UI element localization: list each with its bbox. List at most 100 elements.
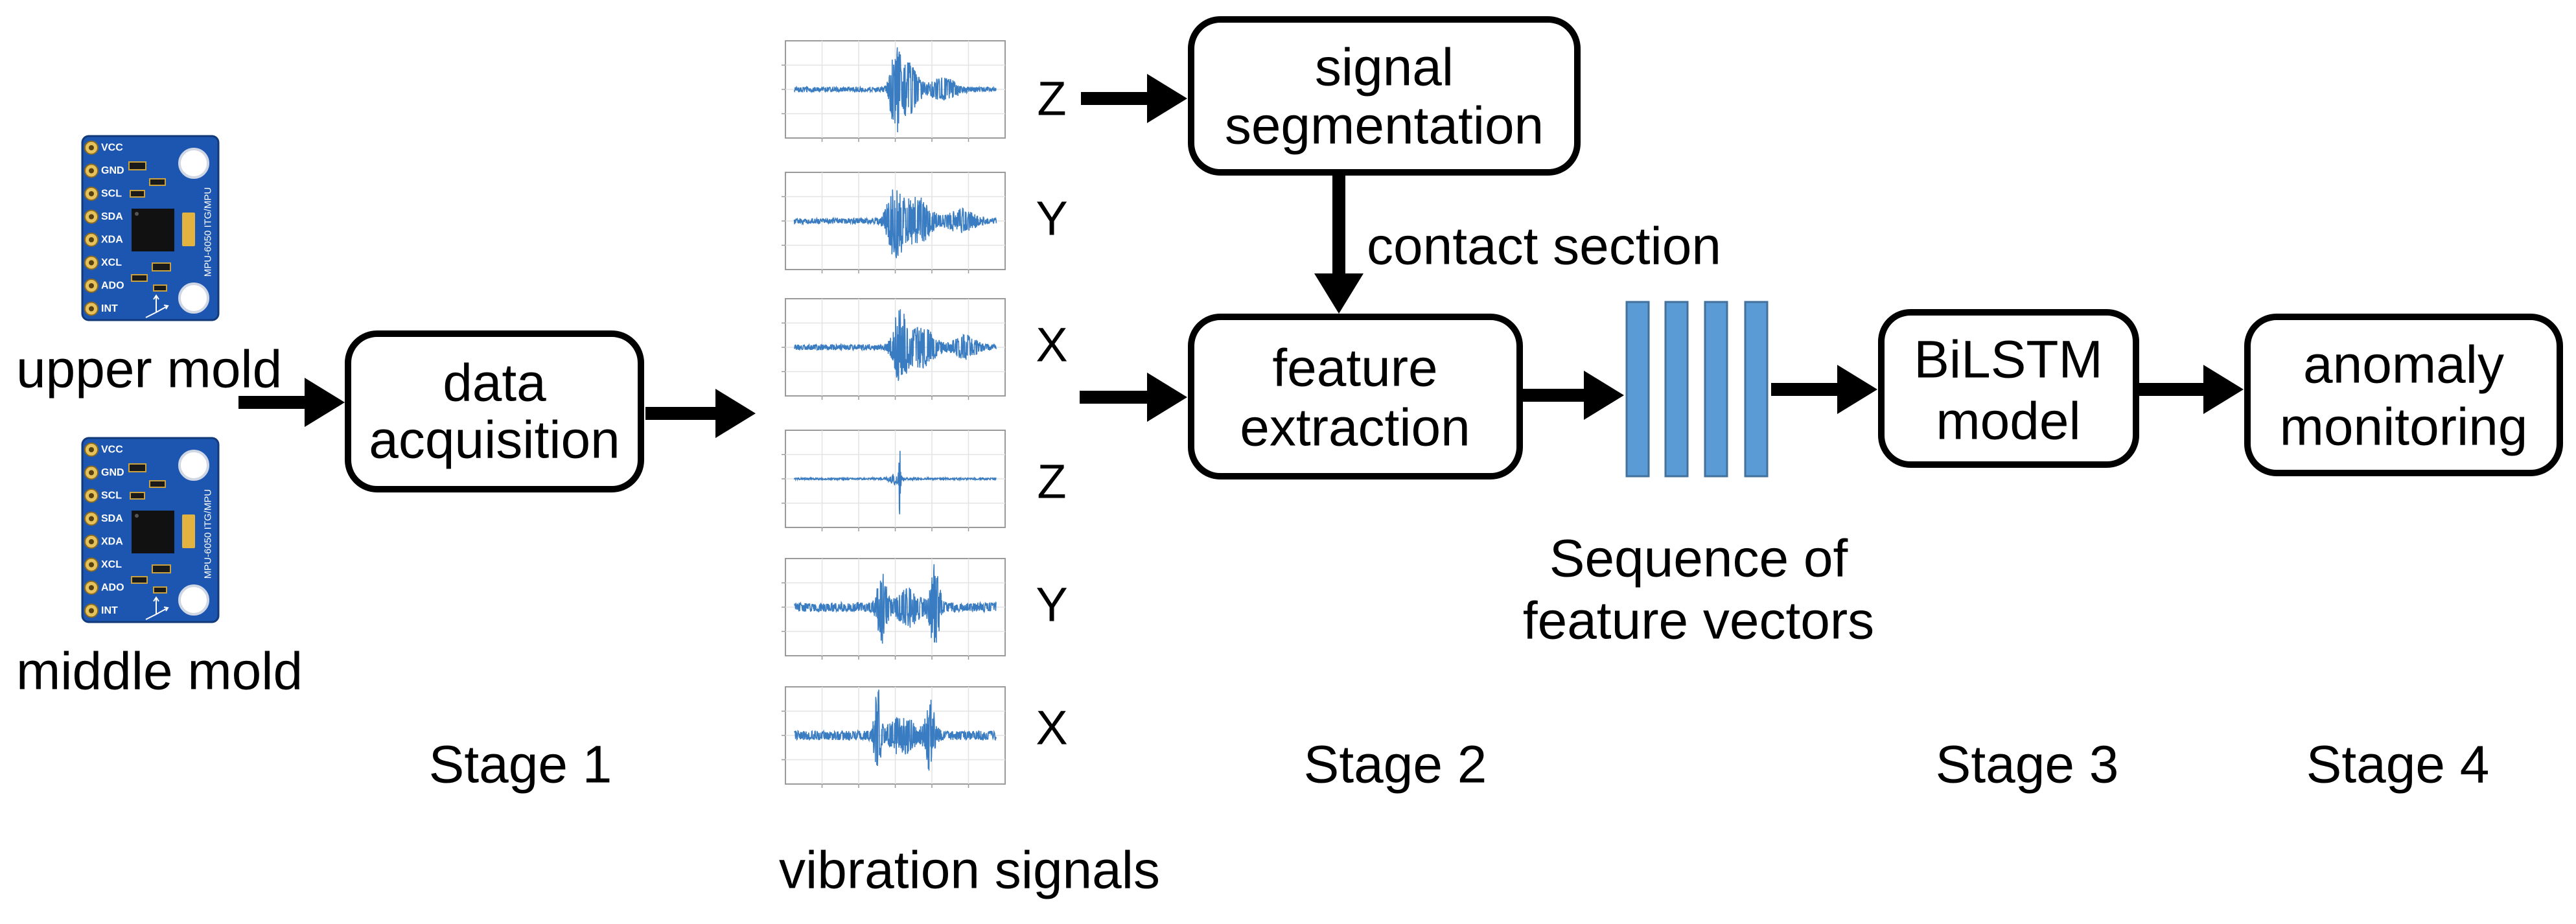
- pin-hole: [89, 562, 94, 568]
- arrow-head: [305, 378, 345, 427]
- arrow-z-to-segmentation: [1081, 74, 1187, 123]
- pin-hole: [89, 539, 94, 544]
- feature-extraction-box: feature extraction: [1188, 314, 1523, 479]
- signal-plot: [782, 686, 1006, 788]
- signal-plot: [782, 558, 1006, 660]
- pin-hole: [89, 516, 94, 522]
- pin-hole: [89, 145, 94, 150]
- smd-component: [131, 576, 148, 584]
- box-line: model: [1936, 392, 2080, 451]
- smd-component: [149, 178, 166, 186]
- smd-component: [131, 274, 148, 282]
- arrow-acquisition-to-signals: [645, 389, 756, 438]
- feature-vector-bar: [1625, 301, 1650, 478]
- pin-label: INT: [101, 605, 118, 616]
- pin-label: INT: [101, 303, 118, 314]
- mounting-hole: [178, 584, 209, 616]
- signal-plot: [782, 172, 1006, 273]
- arrow-segmentation-to-extraction: [1314, 176, 1363, 314]
- waveform: [793, 689, 997, 771]
- pin-hole: [89, 493, 94, 498]
- arrow-bilstm-to-monitoring: [2139, 365, 2244, 414]
- feature-vector-bar: [1664, 301, 1689, 478]
- arrow-head: [1837, 365, 1877, 414]
- box-frame: [2244, 314, 2563, 476]
- smd-component: [149, 480, 166, 488]
- stage-3-label: Stage 3: [1936, 735, 2119, 794]
- signal-plot: [782, 430, 1006, 531]
- pin-label: SCL: [101, 491, 122, 502]
- chip-label: MPU-6050 ITG/MPU: [203, 489, 214, 579]
- pin-label: ADO: [101, 583, 124, 594]
- pin-label: GND: [101, 165, 124, 176]
- pin-hole: [89, 608, 94, 614]
- arrow-head: [1314, 273, 1363, 314]
- signal-plot: [782, 298, 1006, 400]
- pin-hole: [89, 585, 94, 590]
- chip-pin1-dot: [135, 514, 139, 518]
- waveform: [793, 309, 997, 381]
- pin-hole: [89, 214, 94, 220]
- contact-section-label: contact section: [1367, 217, 1721, 276]
- box-line: signal: [1315, 38, 1454, 97]
- box-frame: [1188, 16, 1581, 176]
- chip-pin1-dot: [135, 212, 139, 216]
- smd-component: [130, 492, 145, 500]
- upper-mold-label: upper mold: [16, 340, 282, 399]
- arrow-head: [1147, 74, 1187, 123]
- box-line: data: [443, 354, 546, 413]
- box-frame: [1188, 314, 1523, 479]
- axis-label-y: Y: [1036, 578, 1067, 632]
- imu-chip: [132, 209, 174, 251]
- pin-label: SDA: [101, 513, 123, 524]
- pin-hole: [89, 283, 94, 288]
- box-frame: [1878, 309, 2139, 468]
- sequence-label-line: feature vectors: [1523, 592, 1874, 651]
- arrow-vectors-to-bilstm: [1771, 365, 1877, 414]
- stage-2-label: Stage 2: [1304, 735, 1487, 794]
- axis-label-y: Y: [1036, 192, 1067, 246]
- axis-label-z: Z: [1037, 455, 1066, 509]
- mounting-hole: [178, 450, 209, 481]
- pin-label: VCC: [101, 445, 123, 456]
- box-line: BiLSTM: [1914, 330, 2103, 389]
- pin-label: SCL: [101, 189, 122, 200]
- box-line: anomaly: [2303, 336, 2504, 395]
- capacitor: [182, 514, 195, 548]
- arrow-extraction-to-vectors: [1523, 371, 1624, 420]
- pin-hole: [89, 306, 94, 312]
- axis-orientation-icon: [145, 294, 169, 318]
- pin-hole: [89, 237, 94, 242]
- waveform: [793, 47, 997, 133]
- pin-label: XCL: [101, 559, 122, 570]
- pin-hole: [89, 168, 94, 174]
- box-line: acquisition: [369, 411, 620, 470]
- box-line: monitoring: [2280, 398, 2528, 457]
- pin-label: XDA: [101, 537, 123, 548]
- feature-vector-bar: [1704, 301, 1728, 478]
- arrow-head: [715, 389, 756, 438]
- stage-4-label: Stage 4: [2306, 735, 2490, 794]
- imu-chip: [132, 511, 174, 553]
- stage-1-label: Stage 1: [429, 735, 612, 794]
- box-line: extraction: [1240, 398, 1470, 457]
- pin-label: XDA: [101, 235, 123, 246]
- axis-label-x: X: [1036, 701, 1067, 755]
- arrow-head: [1147, 373, 1187, 422]
- pin-label: XCL: [101, 257, 122, 268]
- waveform: [793, 450, 997, 514]
- feature-vector-sequence: [1625, 301, 1769, 478]
- pin-hole: [89, 260, 94, 266]
- pin-label: SDA: [101, 211, 123, 222]
- smd-component: [152, 262, 171, 271]
- anomaly-monitoring-box: anomaly monitoring: [2244, 314, 2563, 476]
- smd-component: [128, 463, 146, 472]
- box-frame: [345, 330, 644, 492]
- axis-label-x: X: [1036, 318, 1067, 372]
- box-line: feature: [1272, 339, 1437, 398]
- bilstm-model-box: BiLSTM model: [1878, 309, 2139, 468]
- pin-hole: [89, 191, 94, 196]
